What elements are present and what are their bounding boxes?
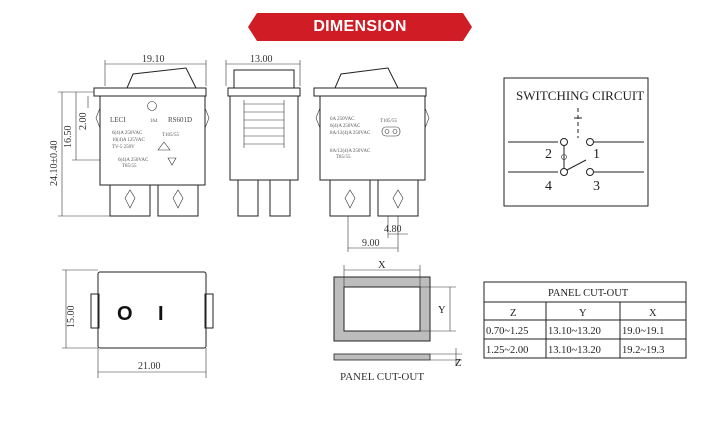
table-cell: 0.70~1.25: [486, 326, 528, 337]
front-rating-2: 10(4)A 125VAC: [112, 138, 145, 143]
cutout-table: PANEL CUT-OUT Z Y X 0.70~1.25 13.10~13.2…: [483, 281, 687, 359]
rear-rating-1: 6A 250VAC: [330, 117, 355, 122]
front-rating-5: 6(4)A 250VAC: [118, 158, 149, 163]
terminal-4: 4: [545, 179, 552, 194]
table-cell: 13.10~13.20: [548, 345, 601, 356]
table-cell: 1.25~2.00: [486, 345, 528, 356]
table-cell: 19.2~19.3: [622, 345, 664, 356]
panel-cutout-drawing: X Y Z PANEL CUT-OUT: [333, 260, 462, 383]
dim-side-width: 13.00: [250, 54, 273, 65]
dim-front-height-total: 24.10±0.40: [49, 141, 60, 187]
terminal-1: 1: [593, 147, 600, 162]
dim-bottom-width: 21.00: [138, 361, 161, 372]
dim-rocker: 2.00: [78, 113, 89, 131]
cutout-y-label: Y: [438, 305, 446, 316]
circuit-title: SWITCHING CIRCUIT: [516, 88, 644, 103]
page-title: DIMENSION: [313, 18, 407, 35]
front-model: RS601D: [168, 116, 192, 124]
front-rating-3: T105/55: [162, 133, 179, 138]
rear-rating-2: 6(4)A 250VAC: [330, 124, 361, 129]
front-rating-1: 6(4)A 250VAC: [112, 131, 143, 136]
side-view: 13.00: [225, 54, 301, 217]
rear-view: 6A 250VAC 6(4)A 250VAC 8A/12(4)A 250VAC …: [313, 67, 430, 252]
front-code: 164: [150, 119, 158, 124]
rear-rating-5: 8A/12(4)A 250VAC: [330, 149, 371, 154]
dim-pin-pitch: 9.00: [362, 238, 380, 249]
rear-rating-3: 8A/12(4)A 250VAC: [330, 131, 371, 136]
warning-mark-icon: [167, 157, 177, 166]
dim-front-height-body: 16.50: [63, 126, 74, 149]
cutout-caption: PANEL CUT-OUT: [340, 371, 424, 383]
rear-rating-4: T105/55: [380, 119, 397, 124]
terminal-2: 2: [545, 147, 552, 162]
on-symbol: I: [158, 303, 164, 325]
front-brand: LECI: [110, 116, 126, 124]
table-header-x: X: [649, 308, 657, 319]
dim-bottom-height: 15.00: [66, 306, 77, 329]
table-header-y: Y: [579, 308, 587, 319]
cutout-z-label: Z: [455, 358, 461, 369]
dim-front-width: 19.10: [142, 54, 165, 65]
front-rating-6: T85/55: [122, 164, 137, 169]
bottom-front-view: O I 15.00 21.00: [62, 269, 214, 378]
rear-rating-6: T85/55: [336, 155, 351, 160]
cert-mark-icon: [157, 141, 171, 151]
terminal-3: 3: [593, 179, 600, 194]
table-title: PANEL CUT-OUT: [548, 288, 629, 299]
dim-pin-width: 4.80: [384, 224, 402, 235]
table-cell: 19.0~19.1: [622, 326, 664, 337]
table-cell: 13.10~13.20: [548, 326, 601, 337]
front-view: 19.10 LECI 164 RS601D 6(4)A 250VAC 10(4)…: [49, 54, 210, 217]
switching-circuit: SWITCHING CIRCUIT 2 1 4 3: [503, 77, 649, 207]
header-banner: [248, 13, 472, 41]
table-header-z: Z: [510, 308, 516, 319]
front-rating-4: TV-5 250V: [112, 145, 135, 150]
off-symbol: O: [117, 303, 133, 325]
cutout-x-label: X: [378, 260, 386, 271]
